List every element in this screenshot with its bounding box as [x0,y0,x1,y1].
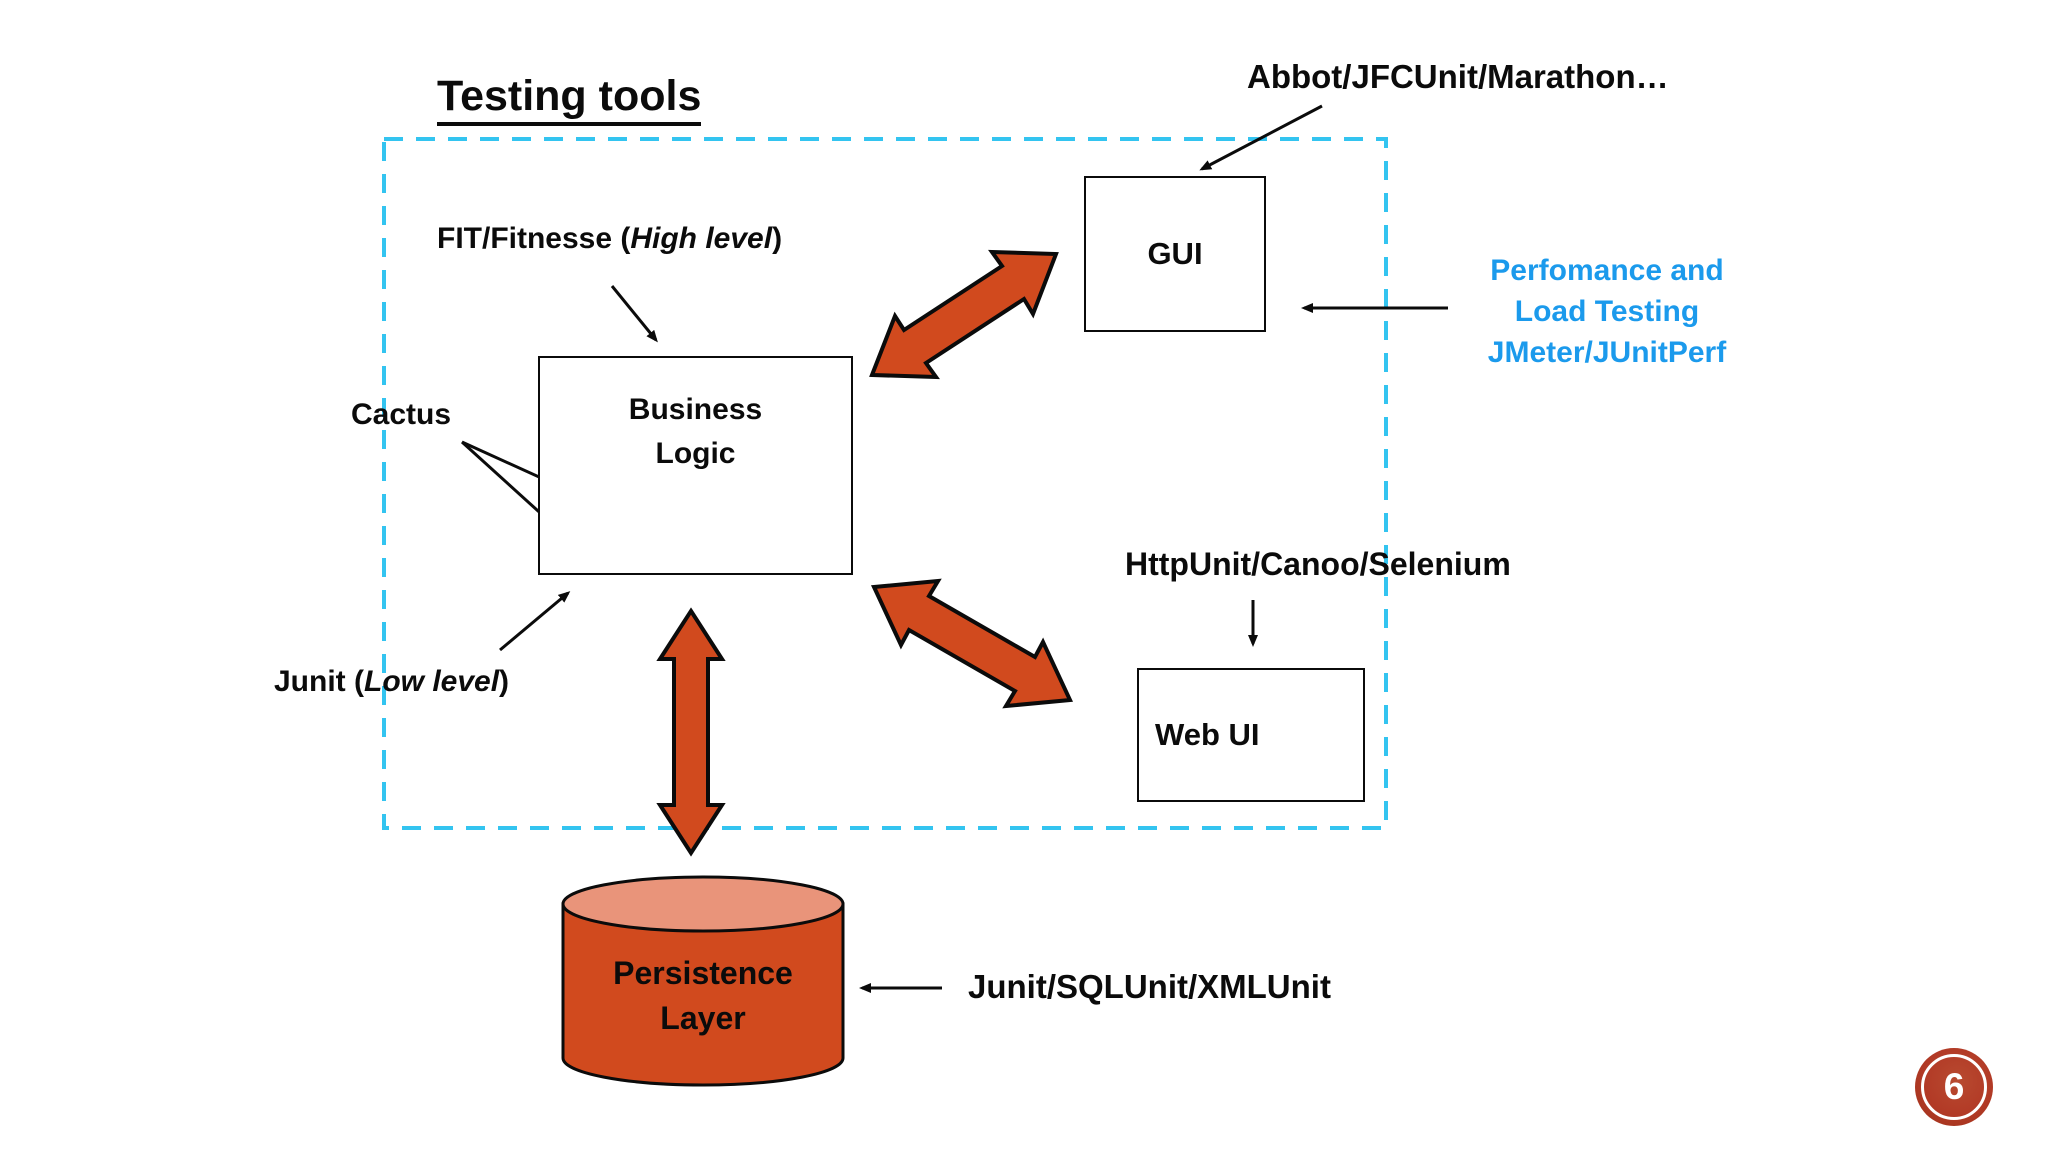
testing-tools-dashed-frame [382,137,1388,830]
label-httpunit-canoo-selenium: HttpUnit/Canoo/Selenium [1125,546,1511,582]
arrow-fit-to-business-logic [610,285,658,343]
persistence-cylinder [561,875,845,1087]
node-gui: GUI [1084,176,1266,332]
persistence-cylinder-body [561,902,845,1087]
page-number: 6 [1943,1066,1965,1107]
double-arrow-business-logic-webui [870,578,1074,709]
double-arrow-business-logic-persistence [656,607,726,857]
persistence-cylinder-top [561,875,845,933]
label-performance-load-testing: Perfomance and Load Testing JMeter/JUnit… [1487,254,1727,369]
label-cactus: Cactus [351,398,452,431]
node-web-ui: Web UI [1137,668,1365,802]
arrow-abbot-to-gui [1199,104,1323,171]
node-persistence-layer-label: Persistence Layer [613,955,793,1036]
badge-inner-ring [1921,1054,1987,1120]
arrow-junit-to-business-logic [499,591,571,652]
slide-title: Testing tools [437,72,702,126]
label-junit-low-level: Junit (Low level) [274,665,510,698]
double-arrow-business-logic-gui [869,249,1059,380]
page-number-badge: 6 [1915,1048,1993,1126]
label-fit-fitnesse: FIT/Fitnesse (High level) [437,222,783,255]
label-abbot-jfcunit-marathon: Abbot/JFCUnit/Marathon… [1247,58,1669,95]
label-junit-sqlunit-xmlunit: Junit/SQLUnit/XMLUnit [968,968,1331,1005]
node-business-logic: Business Logic [538,356,853,575]
arrow-cactus-to-dot-small [460,440,551,523]
